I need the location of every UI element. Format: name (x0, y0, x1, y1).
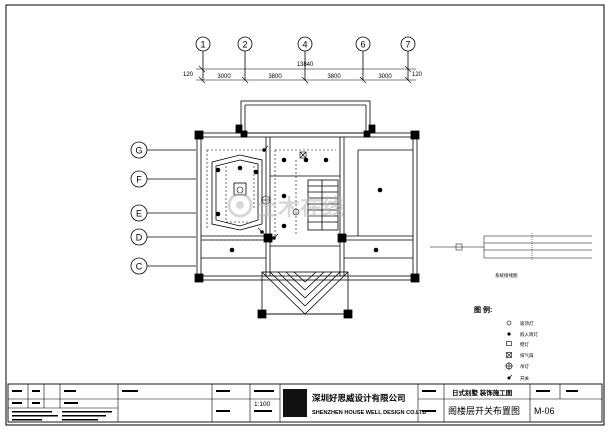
recessed-light-icon (215, 211, 221, 217)
legend-item-label: 开关 (520, 375, 529, 382)
recessed-light-icon (373, 247, 379, 253)
exhaust-fan-icon (506, 352, 512, 358)
grid-label-row-f: F (136, 175, 142, 185)
dimension-span: 3000 (378, 74, 392, 80)
light-fixtures (206, 145, 383, 253)
grid-label-col-2: 2 (242, 40, 247, 50)
grid-label-col-7: 7 (405, 40, 410, 50)
grid-bubble-row-f (130, 170, 196, 188)
dimension-span: 3000 (217, 74, 231, 80)
wiring-diagram-label: 系统接线图 (495, 272, 518, 279)
watermark-logo-icon (227, 192, 253, 218)
switch-icon (257, 227, 264, 234)
drawing-number: M-06 (534, 406, 555, 416)
recessed-light-icon (281, 157, 287, 163)
grid-bubble-row-c (130, 257, 196, 275)
recessed-light-icon (215, 167, 221, 173)
watermark-text: 土木在线 (256, 195, 344, 220)
legend-icons (505, 320, 513, 380)
title-block (7, 383, 603, 423)
title-block-small-text (12, 390, 578, 421)
grid-label-col-6: 6 (360, 40, 365, 50)
roof-porch (261, 271, 349, 315)
legend-item-label: 吊灯 (520, 363, 529, 370)
switch-icon (507, 374, 513, 380)
dimension-total: 13840 (297, 62, 314, 68)
balcony-top (240, 100, 371, 134)
ceiling-lamp-icon (236, 186, 244, 194)
pendant-lamp-icon (505, 362, 513, 370)
floor-plan (194, 100, 420, 319)
row-grid (130, 141, 196, 275)
legend-item-label: 排气扇 (520, 352, 534, 359)
ceiling-lamp-icon (292, 208, 300, 216)
dimension-lines (196, 65, 416, 84)
wiring-diagram (430, 233, 592, 261)
dimension-left-end: 120 (183, 72, 194, 78)
legend-title: 图 例: (474, 305, 492, 314)
grid-bubble-row-e (130, 204, 196, 222)
switch-icon (272, 233, 279, 240)
exhaust-fan-icon (299, 151, 307, 159)
company-name-en: SHENZHEN HOUSE WELL DESIGN CO.LTD (312, 410, 426, 416)
scale-value: 1:100 (254, 401, 271, 408)
grid-label-row-e: E (136, 209, 142, 219)
recessed-light-icon (237, 165, 243, 171)
dimension-span: 3800 (268, 74, 282, 80)
column-grid (195, 36, 416, 80)
grid-bubble-row-d (130, 228, 196, 246)
grid-label-col-4: 4 (302, 40, 307, 50)
recessed-light-icon (377, 187, 383, 193)
legend-item-label: 吸顶灯 (520, 320, 534, 327)
recessed-light-icon (281, 223, 287, 229)
grid-label-col-1: 1 (200, 40, 205, 50)
project-name: 日式别墅 装饰施工图 (452, 388, 513, 397)
wiring-run (225, 166, 254, 223)
wall-lamp-icon (506, 341, 512, 346)
recessed-light-icon (507, 332, 511, 336)
grid-bubble-row-g (130, 141, 196, 159)
grid-bubble-col-6 (355, 36, 371, 80)
grid-label-row-g: G (135, 146, 142, 156)
company-logo (283, 389, 307, 417)
switch-icon (262, 145, 269, 152)
sheet-border (5, 4, 605, 426)
stair-well (307, 179, 339, 231)
grid-bubble-col-2 (237, 36, 253, 80)
watermark: 土木在线 (227, 192, 344, 220)
bay-room (211, 154, 263, 231)
recessed-light-icon (303, 157, 309, 163)
grid-label-row-d: D (136, 233, 143, 243)
recessed-light-icon (229, 247, 235, 253)
drawing-title: 阁楼层开关布置图 (448, 405, 520, 416)
company-name-cn: 深圳好思威设计有限公司 (312, 393, 406, 403)
grid-label-row-c: C (136, 262, 143, 272)
pendant-lamp-icon (261, 195, 271, 205)
dimension-right-end: 120 (412, 72, 423, 78)
ceiling-lamp-icon (506, 320, 512, 326)
grid-bubble-col-1 (195, 36, 211, 80)
legend-item-label: 嵌入筒灯 (520, 331, 538, 338)
grid-bubble-col-7 (400, 36, 416, 80)
legend-item-label: 壁灯 (520, 341, 529, 348)
recessed-light-icon (281, 193, 287, 199)
recessed-light-icon (323, 157, 329, 163)
grid-bubble-col-4 (297, 36, 313, 80)
dimension-span: 3800 (327, 74, 341, 80)
recessed-light-icon (253, 169, 259, 175)
